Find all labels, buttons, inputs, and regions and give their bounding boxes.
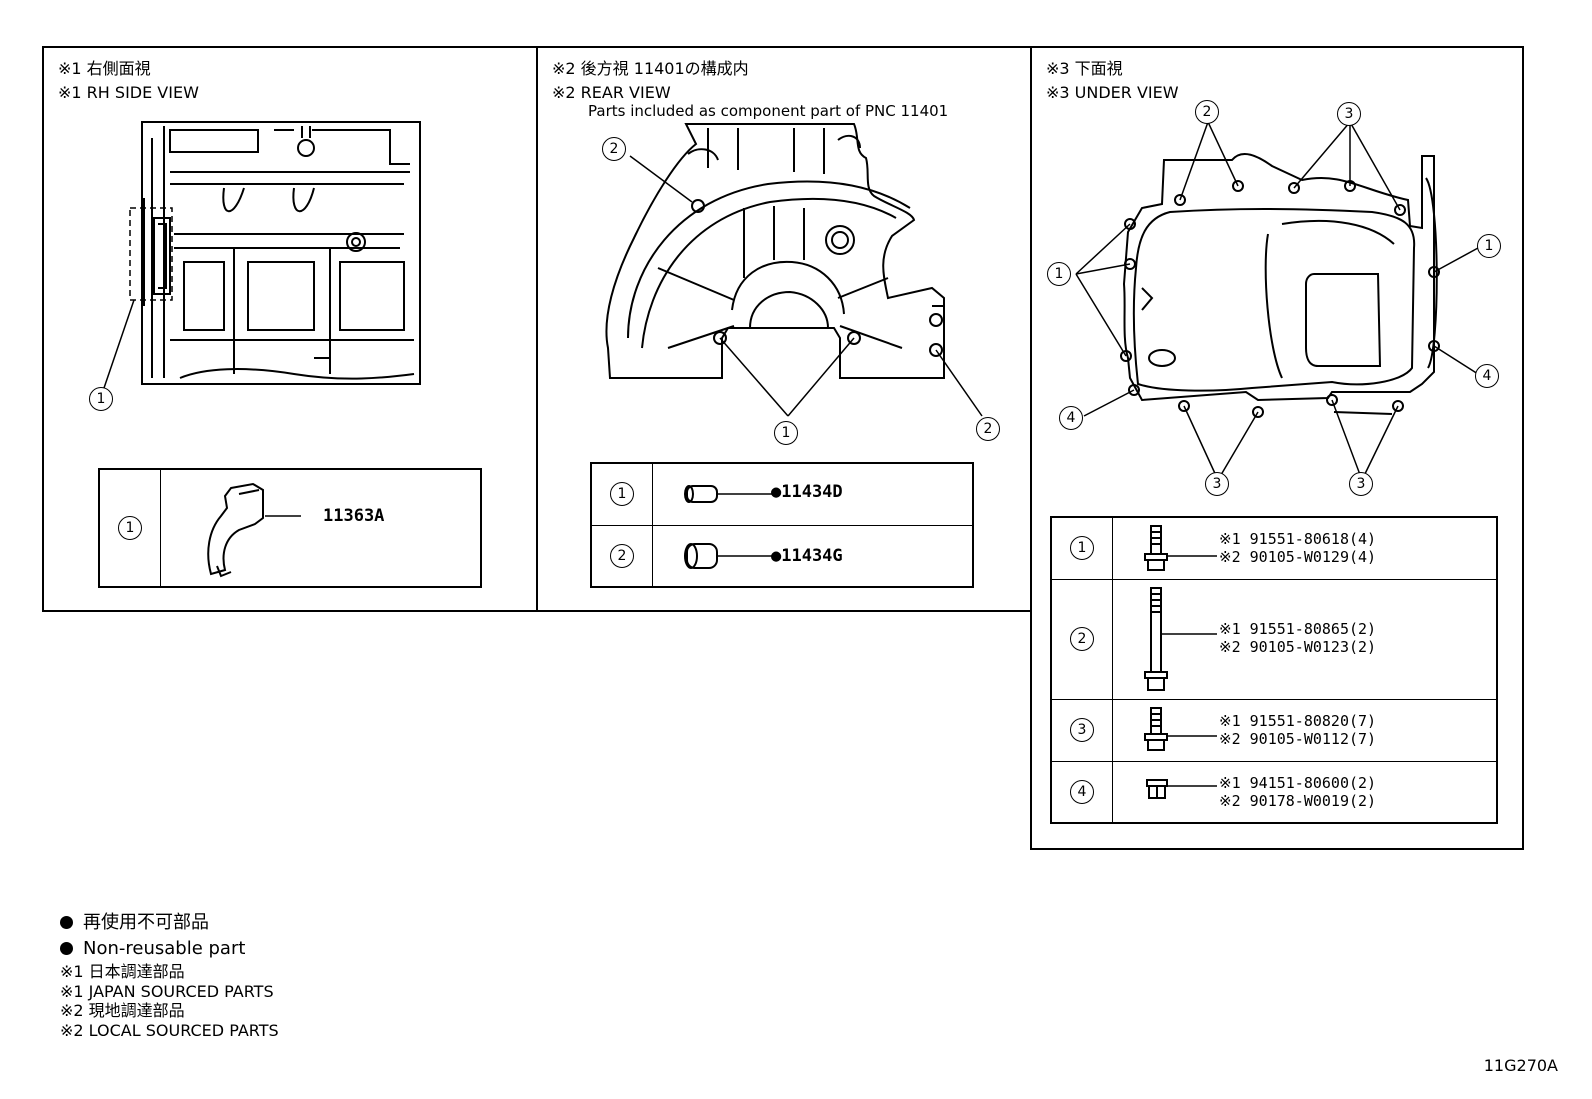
panel-title-en: ※2 REAR VIEW — [552, 83, 671, 102]
part-cell: ※1 91551-80865(2) ※2 90105-W0123(2) — [1112, 578, 1498, 700]
flange-bolt-medium-icon — [1144, 706, 1217, 751]
item-number: 1 — [610, 482, 634, 507]
callout-2: 2 — [602, 137, 626, 161]
row-number-cell: 2 — [1050, 578, 1113, 700]
callout-4: 4 — [1059, 406, 1083, 430]
legend-local-sourced-jp: ※2 現地調達部品 — [60, 1001, 185, 1020]
engine-block-side-drawing — [103, 121, 421, 389]
filled-dot-icon — [60, 916, 73, 929]
callout-1: 1 — [774, 421, 798, 445]
callout-4: 4 — [1475, 364, 1499, 388]
part-number-pair: ※1 91551-80820(7) ※2 90105-W0112(7) — [1219, 712, 1376, 748]
part-number-pair: ※1 91551-80865(2) ※2 90105-W0123(2) — [1219, 620, 1376, 656]
flange-nut-icon — [1146, 778, 1217, 799]
part-number-japan: ※1 91551-80820(7) — [1219, 711, 1377, 730]
item-number: 1 — [1070, 536, 1094, 561]
panel-subtitle: Parts included as component part of PNC … — [588, 102, 949, 120]
part-number-pair: ※1 94151-80600(2) ※2 90178-W0019(2) — [1219, 774, 1376, 810]
table-row: 2 ※1 91551-80865(2) ※2 90105-W0123(2) — [1050, 578, 1498, 700]
legend-japan-sourced-jp: ※1 日本調達部品 — [60, 962, 185, 981]
table-row: 2 ●11434G — [590, 524, 974, 588]
callout-3: 3 — [1205, 472, 1229, 496]
panel-rh-side-view: ※1 右側面視 ※1 RH SIDE VIEW — [42, 46, 538, 612]
parts-table: 1 11363A — [98, 468, 482, 588]
row-number-cell: 1 — [98, 468, 161, 588]
panel-title-jp: ※1 右側面視 — [58, 59, 151, 78]
bolts-table: 1 ※1 91551-80618(4) ※2 90105-W0129(4) — [1050, 516, 1498, 824]
item-number: 2 — [610, 543, 634, 568]
panel-title-jp: ※2 後方視 11401の構成内 — [552, 59, 749, 78]
legend-local-sourced-en: ※2 LOCAL SOURCED PARTS — [60, 1020, 279, 1040]
part-number: 11363A — [323, 506, 385, 526]
long-pin-icon — [684, 542, 773, 569]
part-number: ●11434D — [771, 482, 843, 502]
parts-table: 1 ●11434D 2 — [590, 462, 974, 588]
legend-text: Non-reusable part — [83, 938, 246, 959]
filled-dot-icon — [60, 942, 73, 955]
table-row: 4 ※1 94151-80600(2) ※2 90178-W0019(2) — [1050, 760, 1498, 824]
table-row: 1 11363A — [98, 468, 482, 588]
part-number: ●11434G — [771, 545, 843, 566]
part-cell: ●11434D — [652, 462, 974, 526]
flange-bolt-short-icon — [1144, 525, 1217, 571]
part-cell: ※1 91551-80820(7) ※2 90105-W0112(7) — [1112, 698, 1498, 762]
part-cell: 11363A — [160, 468, 482, 588]
panel-title-jp: ※3 下面視 — [1046, 59, 1123, 78]
table-row: 1 ●11434D — [590, 462, 974, 526]
item-number: 1 — [118, 516, 142, 540]
legend: 再使用不可部品 Non-reusable part ※1 日本調達部品 ※1 J… — [60, 910, 279, 1040]
callout-3: 3 — [1337, 102, 1361, 126]
part-cell: ※1 91551-80618(4) ※2 90105-W0129(4) — [1112, 516, 1498, 580]
item-number: 4 — [1070, 779, 1094, 804]
bearing-shell-icon — [207, 482, 301, 578]
diagram-code: 11G270A — [1483, 1056, 1558, 1075]
legend-text: 再使用不可部品 — [83, 912, 209, 933]
part-number-local: ※2 90105-W0112(7) — [1219, 729, 1377, 748]
legend-japan-sourced-en: ※1 JAPAN SOURCED PARTS — [60, 981, 274, 1001]
flange-bolt-long-icon — [1144, 586, 1217, 691]
part-number-local: ※2 90178-W0019(2) — [1219, 791, 1377, 810]
row-number-cell: 3 — [1050, 698, 1113, 762]
row-number-cell: 1 — [1050, 516, 1113, 580]
row-number-cell: 4 — [1050, 760, 1113, 824]
table-row: 1 ※1 91551-80618(4) ※2 90105-W0129(4) — [1050, 516, 1498, 580]
part-cell: ※1 94151-80600(2) ※2 90178-W0019(2) — [1112, 760, 1498, 824]
item-number: 2 — [1070, 627, 1094, 651]
panel-title-en: ※1 RH SIDE VIEW — [58, 83, 199, 102]
part-number-japan: ※1 94151-80600(2) — [1219, 773, 1377, 792]
part-number-japan: ※1 91551-80865(2) — [1219, 619, 1377, 638]
callout-3: 3 — [1349, 472, 1373, 496]
panel-rear-view: ※2 後方視 11401の構成内 ※2 REAR VIEW Parts incl… — [536, 46, 1032, 612]
part-number-local: ※2 90105-W0129(4) — [1219, 548, 1377, 566]
rear-oil-seal-retainer-drawing — [605, 123, 983, 417]
callout-2: 2 — [976, 417, 1000, 441]
short-pin-icon — [684, 485, 773, 503]
row-number-cell: 1 — [590, 462, 653, 526]
table-row: 3 ※1 91551-80820(7) ※2 90105-W0112(7) — [1050, 698, 1498, 762]
part-number-local: ※2 90105-W0123(2) — [1219, 637, 1377, 656]
panel-under-view: ※3 下面視 ※3 UNDER VIEW — [1030, 46, 1524, 850]
part-cell: ●11434G — [652, 524, 974, 588]
legend-nonreusable-en: Non-reusable part — [60, 936, 279, 962]
row-number-cell: 2 — [590, 524, 653, 588]
callout-2: 2 — [1195, 100, 1219, 124]
legend-nonreusable-jp: 再使用不可部品 — [60, 910, 279, 936]
oil-pan-underside-drawing — [1075, 121, 1479, 481]
part-number-japan: ※1 91551-80618(4) — [1219, 530, 1377, 548]
callout-1: 1 — [1047, 262, 1071, 286]
part-number-pair: ※1 91551-80618(4) ※2 90105-W0129(4) — [1219, 530, 1376, 566]
panel-title-en: ※3 UNDER VIEW — [1046, 83, 1179, 102]
callout-1: 1 — [89, 387, 113, 411]
callout-1: 1 — [1477, 234, 1501, 258]
item-number: 3 — [1070, 718, 1094, 742]
